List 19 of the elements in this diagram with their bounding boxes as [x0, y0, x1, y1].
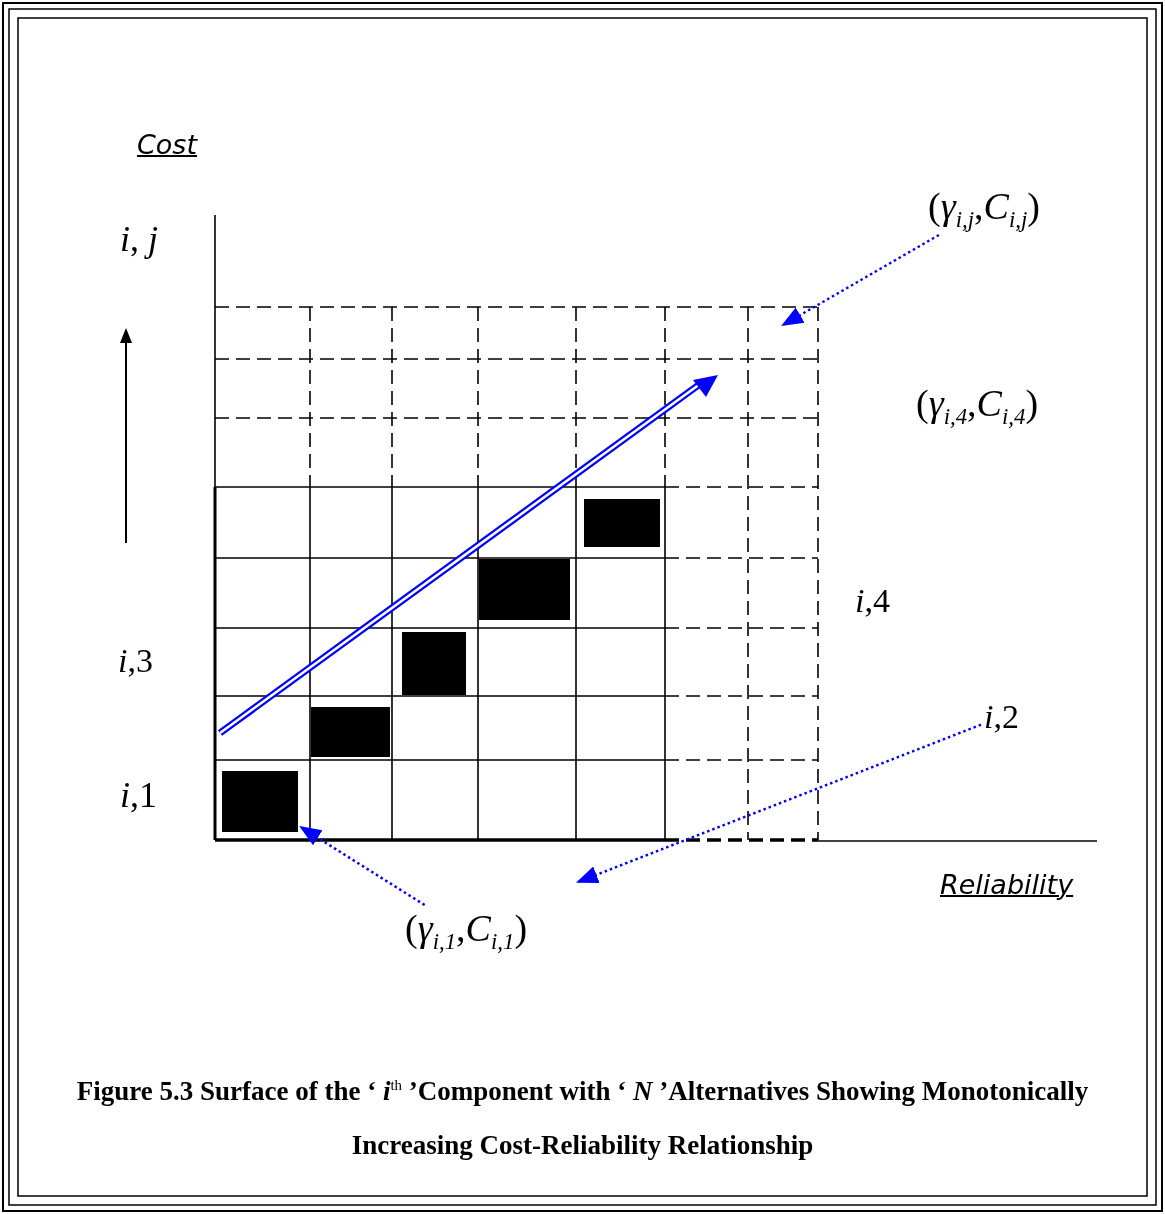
row-label: i,3	[118, 642, 153, 680]
math-label: (γ$_{i,4}$,C$_{i,4}$)	[916, 383, 1039, 430]
row-label: i,1	[120, 776, 157, 816]
filled-block	[222, 771, 298, 832]
math-label: (γ$_{i,j}$,C$_{i,j}$)	[928, 186, 1040, 233]
figure-caption: Figure 5.3 Surface of the ‘ i$^{th}$ ’Component with ‘ N ’Alternatives Showing Monotonically Increasing Cost-Reliability Relationship	[75, 1075, 1090, 1162]
leader-line	[781, 233, 940, 327]
filled-block	[584, 499, 660, 547]
axis-title: Reliability	[940, 870, 1074, 900]
math-label: i,2	[984, 698, 1019, 736]
filled-block	[479, 559, 570, 620]
leader-line	[575, 723, 982, 884]
axis-label: i, j	[120, 220, 159, 260]
filled-block	[311, 707, 390, 757]
column-label: i,4	[855, 582, 890, 620]
leader-line	[299, 826, 426, 907]
axis-title: Cost	[137, 130, 198, 160]
math-label: (γ$_{i,1}$,C$_{i,1}$)	[405, 908, 528, 955]
filled-block	[402, 632, 466, 695]
